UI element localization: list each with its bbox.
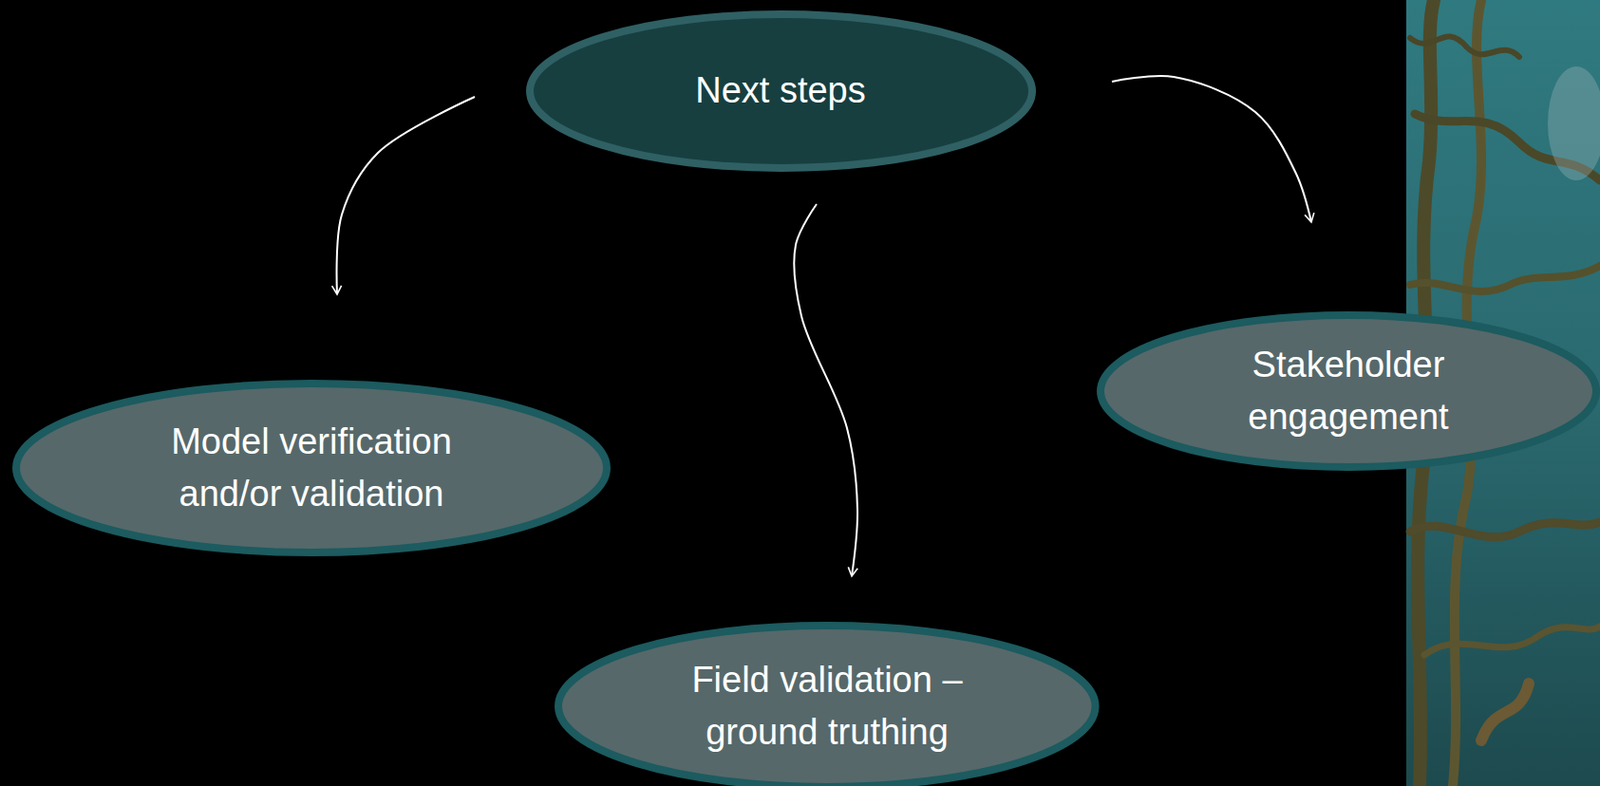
ellipse-outline: [12, 379, 611, 557]
ellipse-shape: [1100, 315, 1597, 468]
node-label: Model verification and/or validation: [131, 415, 492, 521]
node-label: Field validation – ground truthing: [665, 654, 989, 759]
curved-arrow: [337, 96, 475, 295]
step-ellipse: Stakeholder engagement: [1096, 311, 1600, 471]
start-ellipse: Next steps: [526, 10, 1036, 172]
step-ellipse: Field validation – ground truthing: [554, 621, 1100, 786]
node-label: Next steps: [695, 64, 866, 117]
step-ellipse: Model verification and/or validation: [12, 379, 611, 557]
ellipse-outline: [554, 621, 1100, 786]
node-label: Stakeholder engagement: [1224, 338, 1472, 444]
curved-arrow: [793, 204, 858, 577]
ellipse-outline: [1096, 311, 1600, 471]
ellipse-shape: [16, 383, 607, 553]
curved-arrow: [1111, 75, 1312, 223]
diver-shape: [1547, 66, 1600, 181]
ellipse-shape: [529, 14, 1033, 169]
ellipse-shape: [558, 625, 1096, 786]
